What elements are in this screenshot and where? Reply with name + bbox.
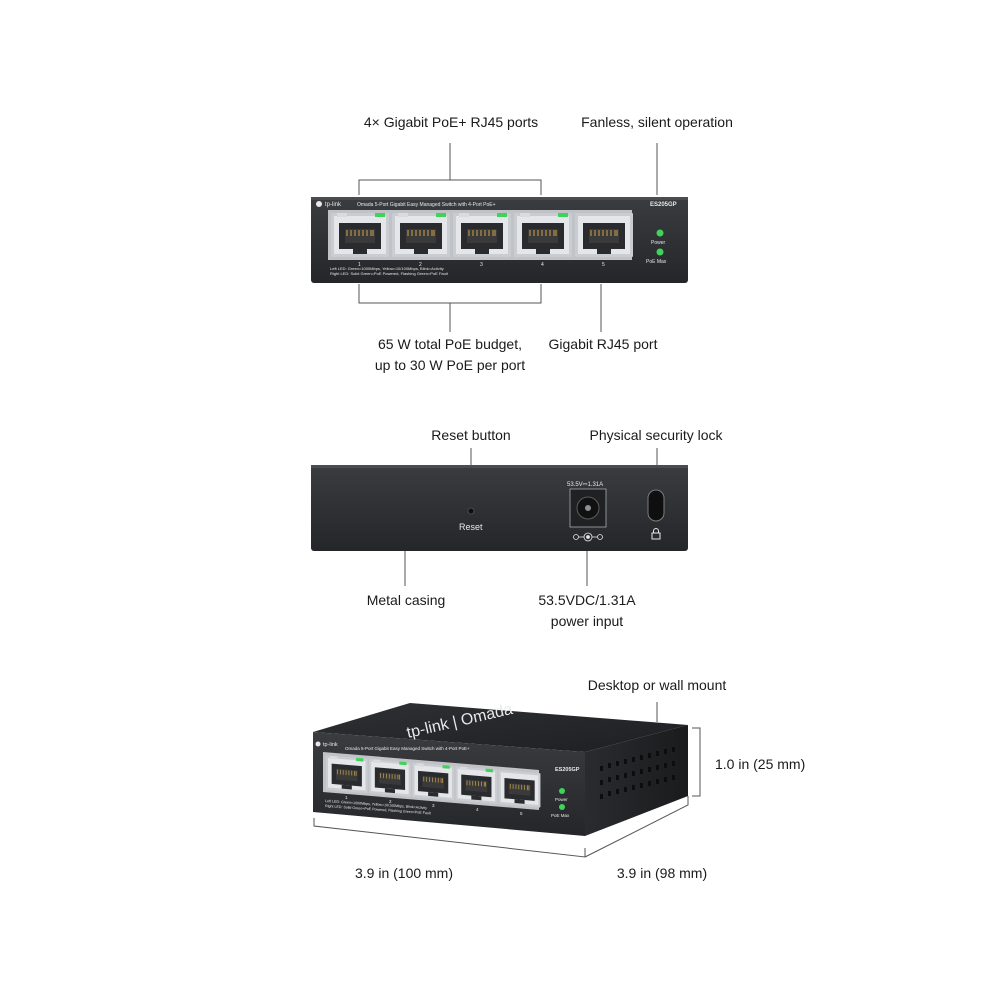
front-model: ES205GP — [650, 202, 677, 208]
callout-fanless: Fanless, silent operation — [581, 114, 733, 130]
iso-legend-line2: Right LED: Solid Green=PoE Powered, Flas… — [325, 804, 431, 815]
iso-port-block — [323, 752, 541, 811]
iso-side-surface — [585, 725, 688, 836]
dimension-width: 3.9 in (100 mm) — [354, 865, 454, 881]
callout-poe-budget-line1: 65 W total PoE budget, — [378, 336, 522, 352]
iso-poe-max-label: PoE Max — [551, 813, 570, 818]
iso-description: Omada 5-Port Gigabit Easy Managed Switch… — [345, 746, 470, 751]
front-port-3 — [452, 212, 512, 258]
front-port-leds — [337, 213, 568, 217]
rear-power-rating: 53.5V⎓1.31A — [567, 482, 603, 488]
callout-reset-button: Reset button — [431, 427, 511, 443]
callout-power-line1: 53.5VDC/1.31A — [538, 592, 636, 608]
front-legend-line2: Right LED: Solid Green=PoE Powered, Flas… — [330, 271, 449, 276]
front-poe-max-led-icon — [656, 248, 664, 256]
front-port-number-4: 4 — [541, 262, 544, 268]
front-port-2 — [391, 212, 451, 258]
callout-metal-casing: Metal casing — [366, 592, 446, 608]
front-port-number-1: 1 — [358, 262, 361, 268]
rear-chassis — [311, 465, 688, 551]
security-slot-icon — [647, 489, 665, 522]
front-power-led-icon — [656, 229, 664, 237]
callout-gigabit-poe-ports: 4× Gigabit PoE+ RJ45 ports — [363, 114, 539, 130]
iso-power-label: Power — [555, 797, 568, 802]
callout-security-lock: Physical security lock — [589, 427, 723, 443]
callout-mount: Desktop or wall mount — [587, 677, 727, 693]
front-port-number-2: 2 — [419, 262, 422, 268]
dc-polarity-icon — [573, 532, 603, 542]
rear-view: Reset 53.5V⎓1.31A — [311, 448, 688, 586]
reset-hole-icon — [467, 507, 475, 515]
iso-port-number-4: 4 — [476, 807, 479, 812]
front-brand: tp-link — [325, 202, 342, 208]
iso-poe-max-led-icon — [559, 804, 565, 810]
iso-top-surface — [313, 703, 688, 752]
lock-icon — [651, 528, 661, 540]
front-brand-logo-icon — [316, 201, 322, 207]
dimension-depth: 3.9 in (98 mm) — [616, 865, 708, 881]
callout-power-line2: power input — [550, 613, 624, 629]
front-callout-lines — [358, 143, 658, 332]
iso-port-number-1: 1 — [345, 795, 348, 800]
iso-port-number-3: 3 — [432, 803, 435, 808]
front-poe-max-label: PoE Max — [646, 259, 667, 265]
iso-port-number-2: 2 — [389, 799, 392, 804]
front-view: tp-link Omada 5-Port Gigabit Easy Manage… — [311, 143, 688, 332]
front-port-number-5: 5 — [602, 262, 605, 268]
iso-vent-holes — [600, 747, 675, 799]
rear-reset-label: Reset — [459, 522, 483, 532]
iso-dimension-lines — [313, 702, 701, 858]
iso-port-number-5: 5 — [520, 811, 523, 816]
front-port-4 — [513, 212, 573, 258]
front-legend-line1: Left LED: Green=1000Mbps, Yellow=10/100M… — [330, 266, 444, 271]
iso-legend-line1: Left LED: Green=1000Mbps, Yellow=10/100M… — [325, 799, 427, 810]
iso-port-5 — [498, 769, 541, 808]
front-port-number-3: 3 — [480, 262, 483, 268]
callout-poe-budget-line2: up to 30 W PoE per port — [374, 357, 526, 373]
front-port-5 — [574, 212, 634, 258]
dimension-height: 1.0 in (25 mm) — [715, 756, 806, 772]
iso-brand-logo-icon — [315, 741, 321, 747]
iso-model: ES205GP — [555, 767, 580, 773]
front-description: Omada 5-Port Gigabit Easy Managed Switch… — [357, 202, 496, 208]
front-power-label: Power — [651, 240, 666, 246]
front-port-1 — [330, 212, 390, 258]
callout-gigabit-port: Gigabit RJ45 port — [548, 336, 658, 352]
iso-view: tp-link | Omada tp-link Omada 5-Port Gig… — [313, 701, 701, 858]
iso-brand: tp-link — [323, 742, 338, 748]
iso-power-led-icon — [559, 788, 565, 794]
